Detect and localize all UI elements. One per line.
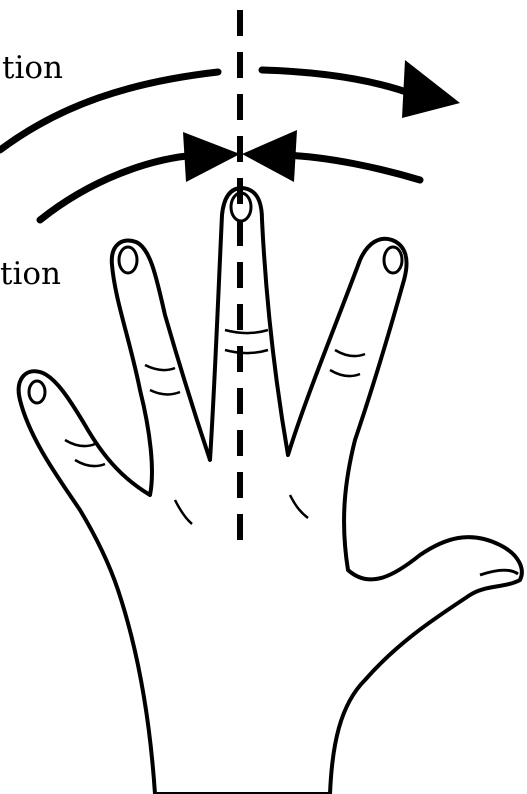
adduction-arrowhead-left	[183, 132, 240, 182]
hand-illustration	[19, 188, 522, 794]
abduction-arc-right	[262, 70, 415, 95]
abduction-label: tion	[2, 50, 63, 86]
adduction-arrowhead-right	[242, 130, 297, 182]
adduction-arc-right	[285, 155, 420, 180]
abduction-arrowhead-right	[402, 60, 460, 118]
index-fingernail	[119, 247, 137, 273]
little-fingernail	[29, 381, 45, 403]
adduction-label: tion	[0, 256, 61, 292]
ring-fingernail	[384, 247, 402, 273]
adduction-arc-left	[40, 155, 198, 220]
